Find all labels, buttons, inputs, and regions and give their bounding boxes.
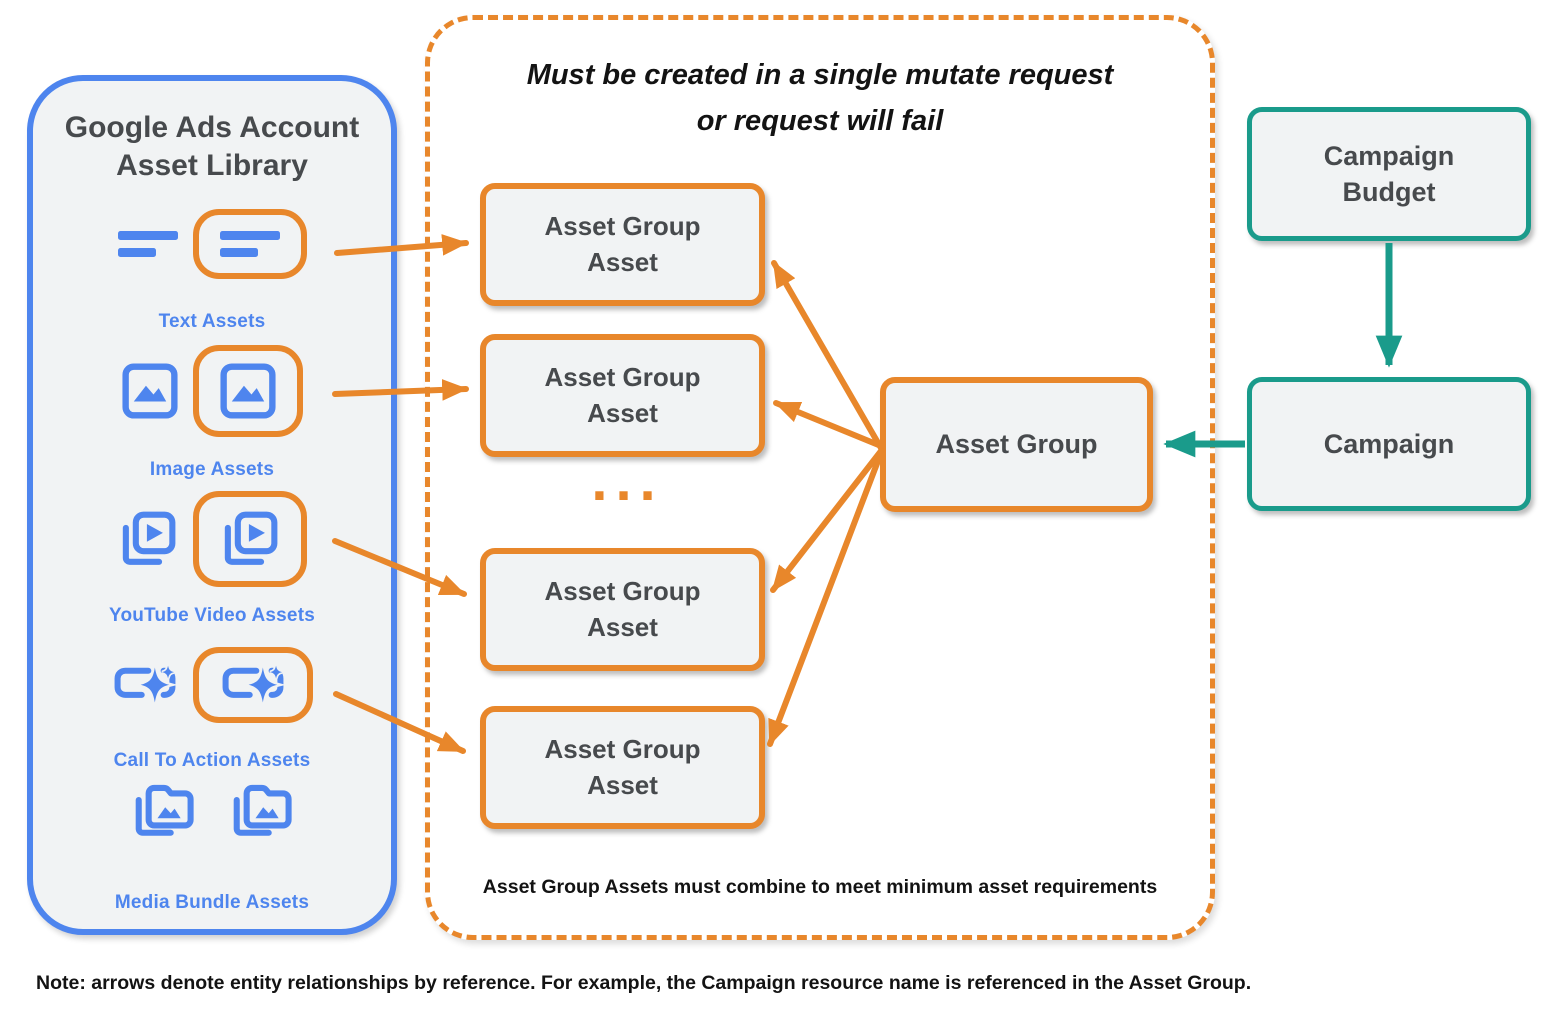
text-assets-row — [33, 209, 391, 279]
cta-assets-row — [33, 647, 391, 723]
text-asset-icon — [219, 226, 281, 262]
asset-group-asset-box: Asset Group Asset — [480, 334, 765, 457]
campaign-budget-box: Campaign Budget — [1247, 107, 1531, 241]
image-asset-icon — [121, 362, 179, 420]
text-asset-selected-outline — [193, 209, 307, 279]
image-asset-icon — [219, 362, 277, 420]
youtube-assets-label: YouTube Video Assets — [108, 605, 315, 626]
image-assets-label: Image Assets — [149, 459, 275, 480]
media-bundle-asset-icon — [131, 781, 195, 839]
more-assets-ellipsis: ... — [591, 448, 664, 513]
media-bundle-asset-icon — [229, 781, 293, 839]
text-assets-label: Text Assets — [158, 311, 266, 332]
asset-group-asset-box: Asset Group Asset — [480, 706, 765, 829]
text-asset-icon — [117, 226, 179, 262]
image-asset-selected-outline — [193, 345, 303, 437]
mutate-footnote: Asset Group Assets must combine to meet … — [482, 876, 1158, 898]
call-to-action-asset-icon — [111, 664, 179, 706]
youtube-video-asset-icon — [117, 508, 179, 570]
asset-group-box: Asset Group — [880, 377, 1153, 512]
cta-assets-label: Call To Action Assets — [113, 750, 311, 771]
asset-group-asset-box: Asset Group Asset — [480, 548, 765, 671]
panel-title: Google Ads Account Asset Library — [64, 111, 360, 182]
image-assets-row — [33, 345, 391, 437]
asset-library-panel: Google Ads Account Asset Library Text As… — [27, 75, 397, 935]
youtube-video-asset-selected-outline — [193, 491, 307, 587]
call-to-action-asset-selected-outline — [193, 647, 313, 723]
campaign-box: Campaign — [1247, 377, 1531, 511]
call-to-action-asset-icon — [219, 664, 287, 706]
mutate-request-title: Must be created in a single mutate reque… — [526, 59, 1114, 138]
media-bundle-assets-label: Media Bundle Assets — [114, 892, 310, 913]
media-bundle-assets-row — [33, 781, 391, 839]
youtube-video-asset-icon — [219, 508, 281, 570]
footer-note: Note: arrows denote entity relationships… — [36, 972, 1252, 994]
asset-group-asset-box: Asset Group Asset — [480, 183, 765, 306]
youtube-assets-row — [33, 491, 391, 587]
